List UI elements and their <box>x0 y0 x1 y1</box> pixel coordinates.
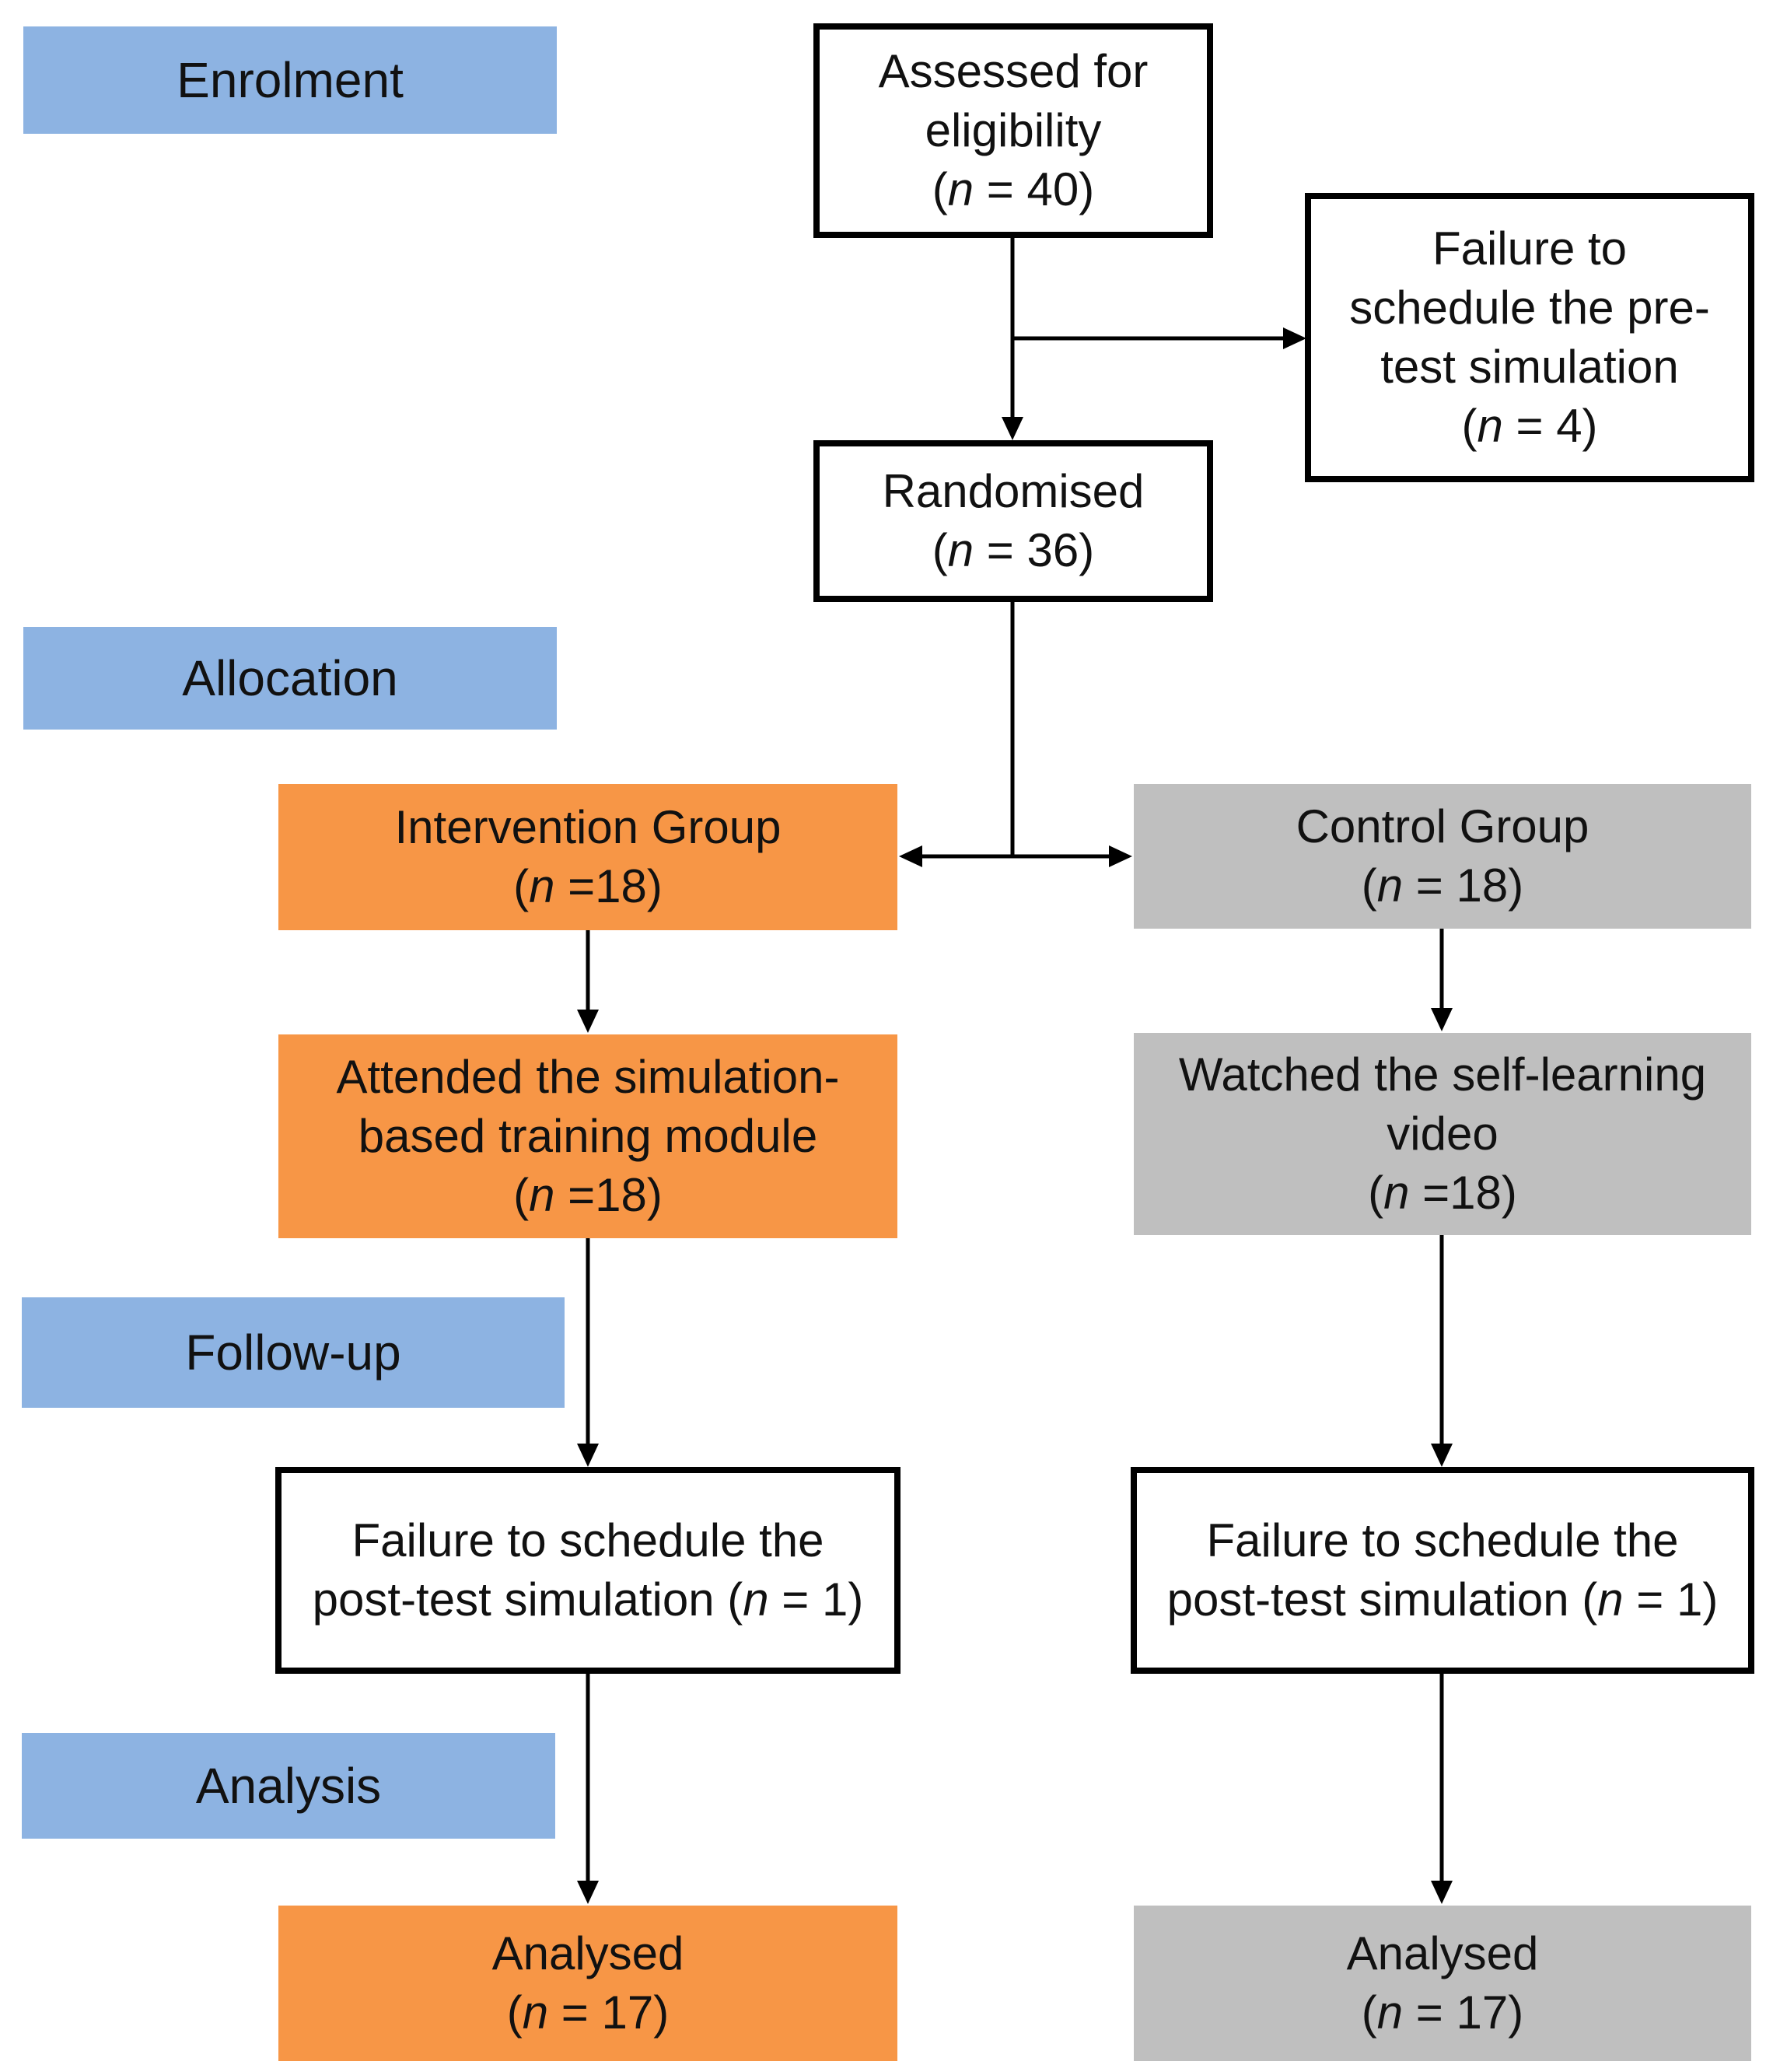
intervention-analysed-label: Analysed <box>491 1927 684 1979</box>
stage-allocation-label: Allocation <box>182 650 398 706</box>
stage-follow-up: Follow-up <box>22 1297 565 1408</box>
intervention-followup-box: Failure to schedule the post-test simula… <box>275 1467 900 1674</box>
randomised-line-1: Randomised <box>882 464 1145 517</box>
control-watched-line-2: video <box>1387 1107 1498 1160</box>
control-followup-line-1: Failure to schedule the <box>1206 1514 1679 1566</box>
arrowhead-intervention-followup <box>577 1444 599 1467</box>
arrowhead-control-followup <box>1431 1444 1453 1467</box>
control-watched-count: (n =18) <box>1368 1167 1517 1220</box>
stage-analysis: Analysis <box>22 1733 555 1839</box>
control-analysed-box: Analysed (n = 17) <box>1134 1906 1751 2061</box>
arrowhead-intervention-analysed <box>577 1881 599 1904</box>
assessed-box: Assessed for eligibility (n = 40) <box>813 23 1213 238</box>
assessed-line-1: Assessed for <box>878 44 1149 97</box>
intervention-group-box: Intervention Group (n =18) <box>278 784 897 930</box>
control-analysed-label: Analysed <box>1346 1927 1539 1979</box>
arrowhead-watched <box>1431 1008 1453 1031</box>
arrowhead-excluded <box>1283 327 1306 349</box>
excluded-line-3: test simulation <box>1380 341 1679 393</box>
intervention-analysed-box: Analysed (n = 17) <box>278 1906 897 2061</box>
arrowhead-intervention-group <box>899 845 922 867</box>
assessed-count: (n = 40) <box>932 163 1095 216</box>
control-group-label: Control Group <box>1296 800 1589 852</box>
intervention-group-count: (n =18) <box>513 860 663 912</box>
excluded-box: Failure to schedule the pre- test simula… <box>1305 193 1754 482</box>
arrowhead-control-group <box>1109 845 1132 867</box>
control-analysed-count: (n = 17) <box>1361 1986 1524 2039</box>
intervention-group-label: Intervention Group <box>394 800 782 853</box>
control-followup-box: Failure to schedule the post-test simula… <box>1131 1467 1754 1674</box>
intervention-attended-count: (n =18) <box>513 1169 663 1222</box>
stage-enrolment: Enrolment <box>23 26 557 134</box>
excluded-line-1: Failure to <box>1432 222 1628 275</box>
stage-allocation: Allocation <box>23 627 557 730</box>
stage-follow-up-label: Follow-up <box>185 1325 401 1381</box>
control-group-count: (n = 18) <box>1361 859 1524 912</box>
assessed-line-2: eligibility <box>925 103 1102 156</box>
arrowhead-attended <box>577 1010 599 1033</box>
stage-analysis-label: Analysis <box>195 1758 382 1814</box>
control-group-box: Control Group (n = 18) <box>1134 784 1751 929</box>
randomised-count: (n = 36) <box>932 524 1095 576</box>
intervention-attended-line-1: Attended the simulation- <box>336 1050 840 1103</box>
intervention-analysed-count: (n = 17) <box>506 1986 670 2039</box>
intervention-attended-line-2: based training module <box>358 1109 818 1162</box>
intervention-followup-line-1: Failure to schedule the <box>351 1514 824 1566</box>
intervention-followup-line-2: post-test simulation (n = 1) <box>312 1573 864 1626</box>
arrowhead-randomised <box>1002 417 1023 440</box>
stage-enrolment-label: Enrolment <box>177 52 404 108</box>
control-watched-line-1: Watched the self-learning <box>1178 1048 1707 1101</box>
intervention-attended-box: Attended the simulation- based training … <box>278 1034 897 1238</box>
arrowhead-control-analysed <box>1431 1881 1453 1904</box>
randomised-box: Randomised (n = 36) <box>813 440 1213 602</box>
excluded-line-2: schedule the pre- <box>1349 281 1710 334</box>
control-followup-line-2: post-test simulation (n = 1) <box>1166 1573 1719 1626</box>
excluded-count: (n = 4) <box>1461 400 1598 453</box>
control-watched-box: Watched the self-learning video (n =18) <box>1134 1033 1751 1235</box>
